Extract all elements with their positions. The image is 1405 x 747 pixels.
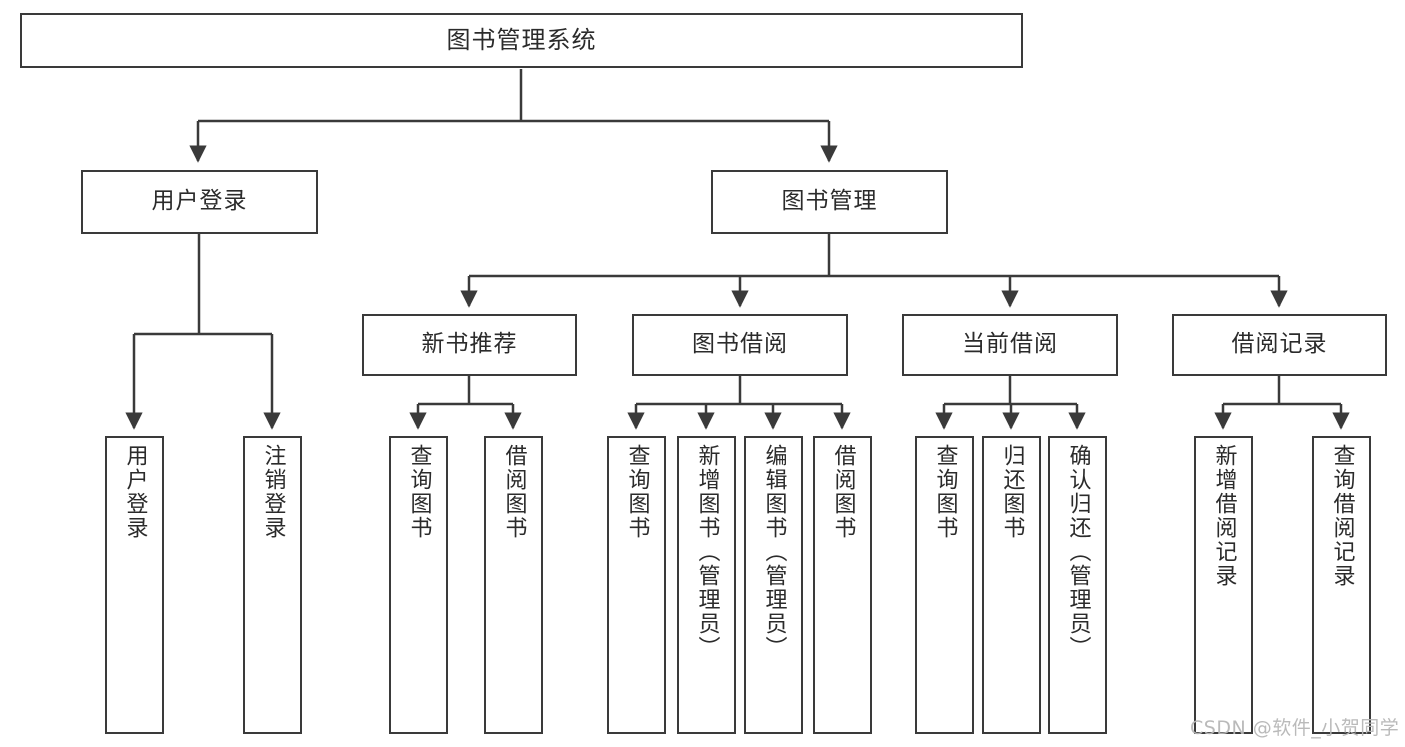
node-new-book-recommend[interactable]: 新书推荐 xyxy=(362,314,577,376)
leaf-query-book-recommend[interactable]: 查询图书 xyxy=(389,436,448,734)
leaf-label: 归还图书 xyxy=(999,444,1025,540)
leaf-label: 新增图书（管理员） xyxy=(694,444,720,660)
leaf-user-login[interactable]: 用户登录 xyxy=(105,436,164,734)
node-label: 当前借阅 xyxy=(962,331,1058,358)
leaf-return-book[interactable]: 归还图书 xyxy=(982,436,1041,734)
leaf-label: 确认归还（管理员） xyxy=(1065,444,1091,660)
node-book-management[interactable]: 图书管理 xyxy=(711,170,948,234)
node-user-login[interactable]: 用户登录 xyxy=(81,170,318,234)
node-label: 图书管理系统 xyxy=(446,26,597,55)
node-label: 图书借阅 xyxy=(692,331,788,358)
leaf-label: 注销登录 xyxy=(260,444,286,540)
leaf-borrow-book-recommend[interactable]: 借阅图书 xyxy=(484,436,543,734)
leaf-label: 借阅图书 xyxy=(501,444,527,540)
node-label: 图书管理 xyxy=(781,188,878,215)
node-current-borrow[interactable]: 当前借阅 xyxy=(902,314,1118,376)
leaf-user-logout[interactable]: 注销登录 xyxy=(243,436,302,734)
node-borrow-record[interactable]: 借阅记录 xyxy=(1172,314,1387,376)
leaf-query-borrow-record[interactable]: 查询借阅记录 xyxy=(1312,436,1371,734)
watermark-text: CSDN @软件_小贺同学 xyxy=(1190,717,1400,739)
leaf-add-book-admin[interactable]: 新增图书（管理员） xyxy=(677,436,736,734)
node-label: 用户登录 xyxy=(151,188,248,215)
node-root-system[interactable]: 图书管理系统 xyxy=(20,13,1023,68)
leaf-edit-book-admin[interactable]: 编辑图书（管理员） xyxy=(744,436,803,734)
leaf-label: 编辑图书（管理员） xyxy=(761,444,787,660)
leaf-add-borrow-record[interactable]: 新增借阅记录 xyxy=(1194,436,1253,734)
leaf-query-book-borrow[interactable]: 查询图书 xyxy=(607,436,666,734)
leaf-label: 借阅图书 xyxy=(830,444,856,540)
leaf-label: 查询借阅记录 xyxy=(1329,444,1355,588)
node-label: 借阅记录 xyxy=(1231,331,1328,358)
leaf-label: 查询图书 xyxy=(624,444,650,540)
node-book-borrow[interactable]: 图书借阅 xyxy=(632,314,848,376)
leaf-label: 用户登录 xyxy=(122,444,148,540)
node-label: 新书推荐 xyxy=(421,331,518,358)
leaf-query-book-current[interactable]: 查询图书 xyxy=(915,436,974,734)
leaf-borrow-book[interactable]: 借阅图书 xyxy=(813,436,872,734)
leaf-confirm-return-admin[interactable]: 确认归还（管理员） xyxy=(1048,436,1107,734)
leaf-label: 新增借阅记录 xyxy=(1211,444,1237,588)
leaf-label: 查询图书 xyxy=(932,444,958,540)
leaf-label: 查询图书 xyxy=(406,444,432,540)
